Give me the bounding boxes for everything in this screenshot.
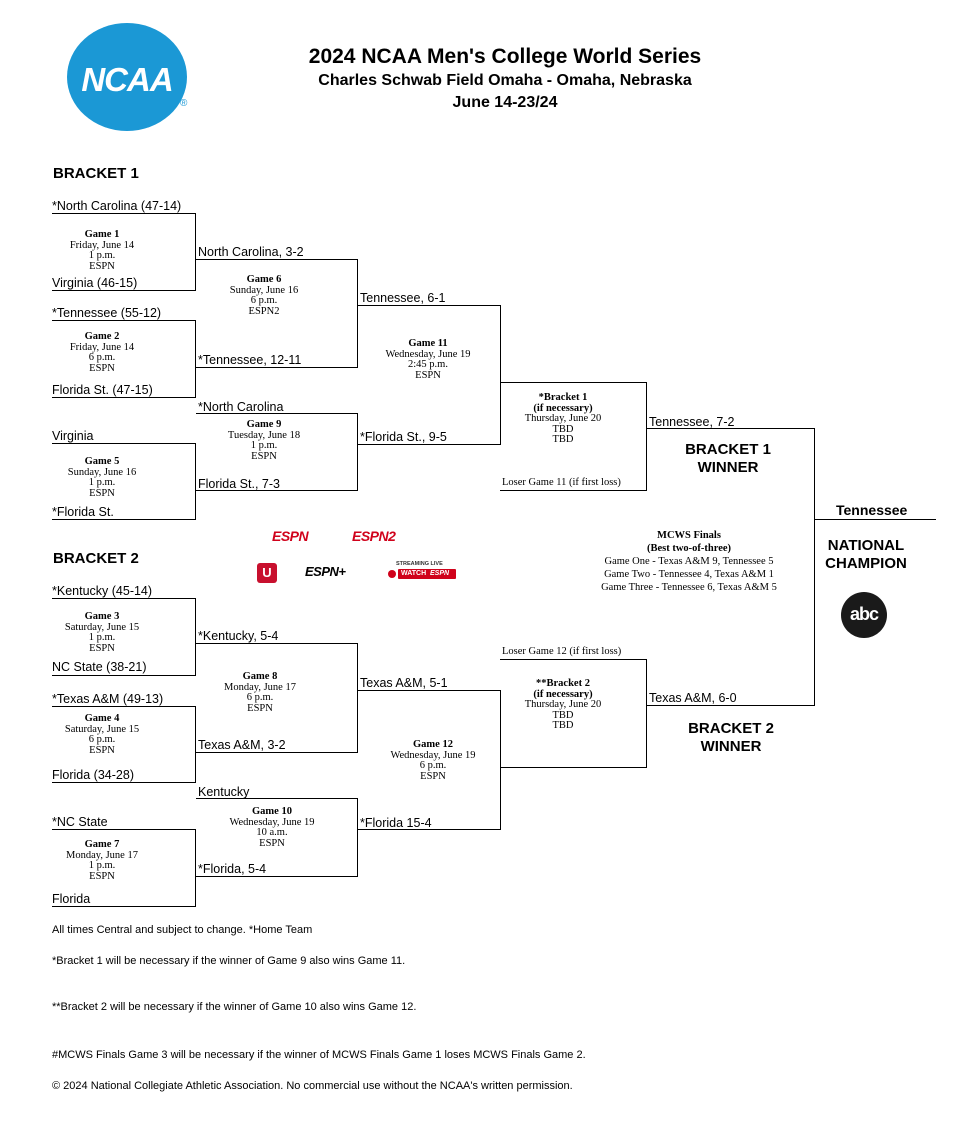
game2-info: Game 2 Friday, June 14 6 p.m. ESPN — [69, 331, 135, 374]
game6-info: Game 6 Sunday, June 16 6 p.m. ESPN2 — [229, 274, 299, 317]
bracket1-label: BRACKET 1 — [53, 165, 139, 182]
result-game11-bottom: *Florida St., 9-5 — [360, 430, 447, 444]
game5-info: Game 5 Sunday, June 16 1 p.m. ESPN — [67, 456, 137, 499]
seed-florida: Florida (34-28) — [52, 768, 134, 782]
bracket1-winner-label: BRACKET 1 WINNER — [685, 441, 771, 476]
game3-info: Game 3 Saturday, June 15 1 p.m. ESPN — [64, 611, 140, 654]
result-game12-top: Texas A&M, 5-1 — [360, 676, 448, 690]
seed-north-carolina: *North Carolina (47-14) — [52, 199, 182, 213]
result-game11-top: Tennessee, 6-1 — [360, 291, 446, 305]
bracket2-winner-label: BRACKET 2 WINNER — [688, 720, 774, 755]
result-game10-top: Kentucky — [198, 785, 250, 799]
seed-florida-st-game5: *Florida St. — [52, 505, 114, 519]
national-champion-label: NATIONAL CHAMPION — [825, 537, 907, 572]
mcws-finals-info: MCWS Finals (Best two-of-three) Game One… — [572, 529, 806, 594]
finals-game-two: Game Two - Tennessee 4, Texas A&M 1 — [604, 569, 774, 580]
seed-florida-game7: Florida — [52, 892, 91, 906]
ncaa-logo-text: NCAA — [81, 61, 173, 98]
bracket2-label: BRACKET 2 — [53, 550, 139, 567]
seed-virginia-game5: Virginia — [52, 429, 94, 443]
espn2-logo: ESPN2 — [352, 528, 396, 544]
espn-logo: ESPN — [272, 528, 309, 544]
bracket2-final-info: **Bracket 2 (if necessary) Thursday, Jun… — [524, 678, 602, 731]
game11-info: Game 11 Wednesday, June 19 2:45 p.m. ESP… — [385, 338, 471, 381]
seed-texas-am: *Texas A&M (49-13) — [52, 692, 164, 706]
game10-info: Game 10 Wednesday, June 19 10 a.m. ESPN — [229, 806, 315, 849]
seed-tennessee: *Tennessee (55-12) — [52, 306, 162, 320]
result-game8-top: *Kentucky, 5-4 — [198, 629, 279, 643]
bracket2-winner-result: Texas A&M, 6-0 — [649, 691, 737, 705]
loser-game12: Loser Game 12 (if first loss) — [502, 646, 622, 657]
abc-logo: abc — [841, 592, 887, 638]
bracket1-final-info: *Bracket 1 (if necessary) Thursday, June… — [524, 392, 602, 445]
watch-espn-logo: STREAMING LIVE WATCH ESPN — [386, 561, 458, 581]
longhorn-network-logo: U — [257, 563, 277, 583]
result-game9-bottom: Florida St., 7-3 — [198, 477, 280, 491]
result-game9-top: *North Carolina — [198, 400, 284, 414]
national-champion-team: Tennessee — [836, 502, 908, 518]
venue-subtitle: Charles Schwab Field Omaha - Omaha, Nebr… — [318, 72, 692, 89]
page-title: 2024 NCAA Men's College World Series — [308, 45, 702, 68]
seed-nc-state-game7: *NC State — [52, 815, 108, 829]
registered-mark: ® — [180, 98, 188, 109]
game12-info: Game 12 Wednesday, June 19 6 p.m. ESPN — [390, 739, 476, 782]
seed-kentucky: *Kentucky (45-14) — [52, 584, 153, 598]
finals-game-three: Game Three - Tennessee 6, Texas A&M 5 — [601, 582, 777, 593]
note-bracket1: *Bracket 1 will be necessary if the winn… — [52, 955, 406, 967]
loser-game11: Loser Game 11 (if first loss) — [502, 477, 621, 488]
espn-plus-logo: ESPN+ — [305, 564, 346, 579]
result-game10-bottom: *Florida, 5-4 — [198, 862, 267, 876]
result-game8-bottom: Texas A&M, 3-2 — [198, 738, 286, 752]
note-bracket2: **Bracket 2 will be necessary if the win… — [52, 1001, 417, 1013]
game7-info: Game 7 Monday, June 17 1 p.m. ESPN — [66, 839, 138, 882]
bracket1-winner-result: Tennessee, 7-2 — [649, 415, 735, 429]
copyright: © 2024 National Collegiate Athletic Asso… — [52, 1080, 573, 1092]
ncaa-logo: NCAA — [67, 23, 187, 131]
result-game6-bottom: *Tennessee, 12-11 — [198, 353, 302, 367]
result-game12-bottom: *Florida 15-4 — [360, 816, 432, 830]
game9-info: Game 9 Tuesday, June 18 1 p.m. ESPN — [227, 419, 301, 462]
dates-subtitle: June 14-23/24 — [452, 94, 558, 111]
seed-nc-state: NC State (38-21) — [52, 660, 147, 674]
game1-info: Game 1 Friday, June 14 1 p.m. ESPN — [69, 229, 135, 272]
seed-virginia: Virginia (46-15) — [52, 276, 138, 290]
game8-info: Game 8 Monday, June 17 6 p.m. ESPN — [224, 671, 296, 714]
note-times: All times Central and subject to change.… — [52, 924, 313, 936]
note-finals-game3: #MCWS Finals Game 3 will be necessary if… — [52, 1049, 586, 1061]
game4-info: Game 4 Saturday, June 15 6 p.m. ESPN — [64, 713, 140, 756]
finals-game-one: Game One - Texas A&M 9, Tennessee 5 — [604, 556, 774, 567]
result-game6-top: North Carolina, 3-2 — [198, 245, 304, 259]
seed-florida-st: Florida St. (47-15) — [52, 383, 153, 397]
